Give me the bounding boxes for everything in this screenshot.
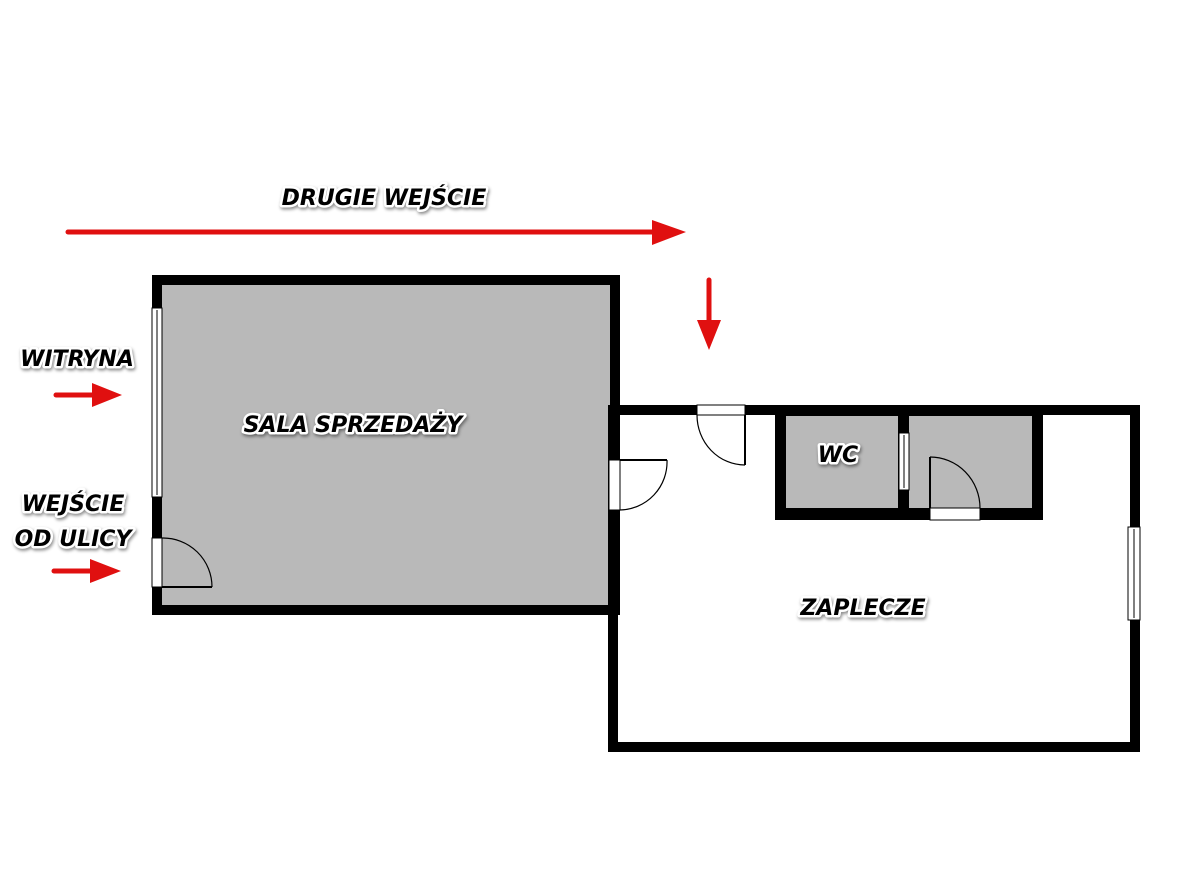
second-entrance-door-opening xyxy=(696,404,746,416)
sales-room xyxy=(151,275,620,615)
second-entrance-label: DRUGIE WEJŚCIE xyxy=(282,185,487,211)
street-entrance-label-line1: WEJŚCIE xyxy=(22,491,125,517)
shop-window-label: WITRYNA xyxy=(20,347,134,372)
inner-door-opening xyxy=(608,459,621,511)
back-room xyxy=(608,404,1141,752)
wc-label: WC xyxy=(818,443,858,468)
street-door-swing xyxy=(161,537,213,588)
wc-block xyxy=(775,405,1043,521)
street-entrance-label-line2: OD ULICY xyxy=(15,527,134,552)
street-door-opening xyxy=(151,537,163,588)
shop-window-arrow xyxy=(53,383,122,407)
down-arrow xyxy=(697,277,721,350)
sales-room-label: SALA SPRZEDAŻY xyxy=(244,412,465,438)
wc-door-opening xyxy=(929,507,981,521)
street-entrance-arrow xyxy=(51,559,121,583)
second-entrance-arrow xyxy=(65,220,686,245)
back-room-label: ZAPLECZE xyxy=(799,596,925,621)
